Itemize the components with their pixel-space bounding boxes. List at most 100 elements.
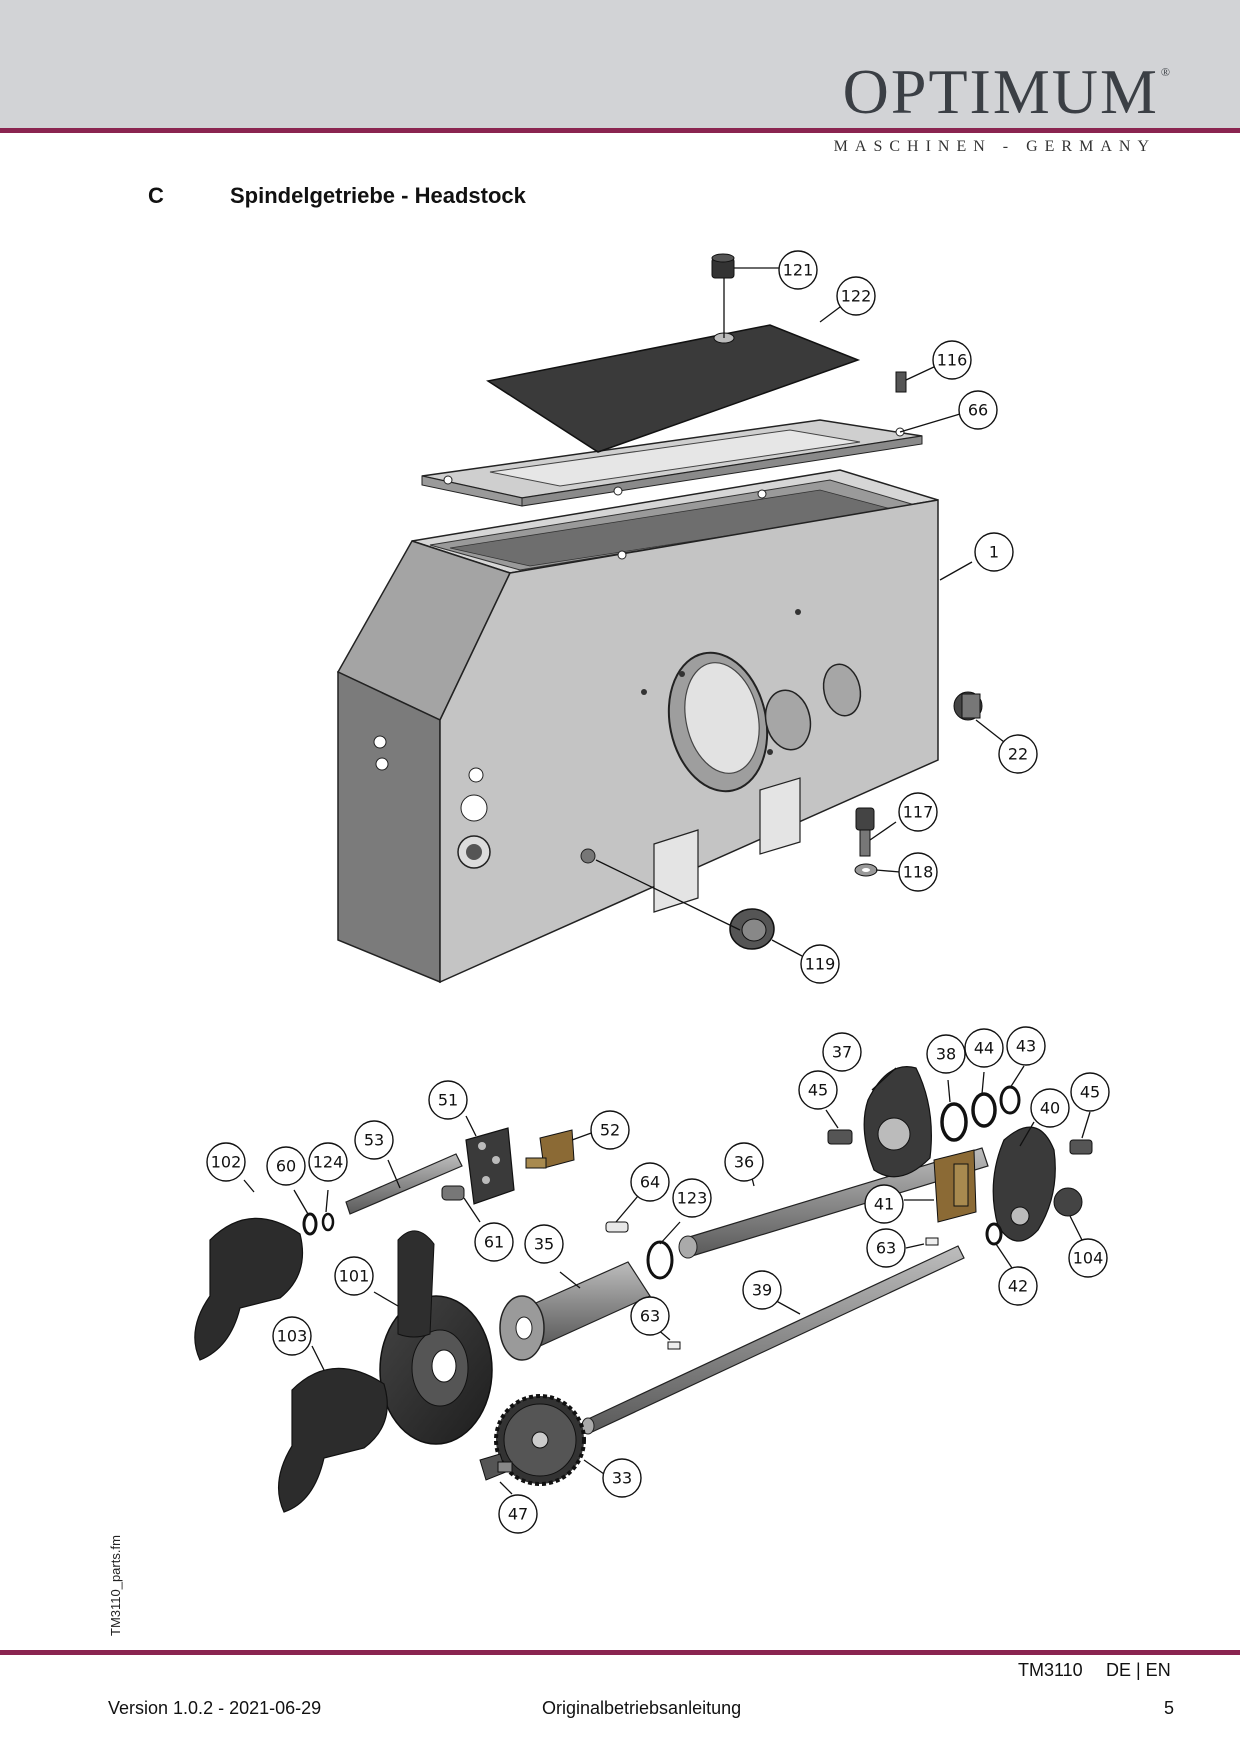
callout-119-label: 119 xyxy=(805,955,836,974)
knob-104 xyxy=(1053,1187,1083,1217)
callout-22: 22 xyxy=(998,734,1038,774)
key-64 xyxy=(605,1221,629,1233)
callout-124-label: 124 xyxy=(313,1153,344,1172)
callout-116-label: 116 xyxy=(937,351,968,370)
handwheel-101 xyxy=(379,1230,493,1445)
callout-44: 44 xyxy=(964,1028,1004,1068)
lever-102 xyxy=(194,1217,304,1361)
callout-118: 118 xyxy=(898,852,938,892)
callout-124: 124 xyxy=(308,1142,348,1182)
callout-53: 53 xyxy=(354,1120,394,1160)
bracket-37 xyxy=(863,1066,932,1178)
callout-37: 37 xyxy=(822,1032,862,1072)
headstock-housing xyxy=(336,469,939,984)
key-63-b xyxy=(925,1237,939,1246)
callout-121: 121 xyxy=(778,250,818,290)
callout-102: 102 xyxy=(206,1142,246,1182)
callout-35: 35 xyxy=(524,1224,564,1264)
screw-45-b xyxy=(1069,1139,1093,1155)
callout-45-left-label: 45 xyxy=(808,1081,828,1100)
callout-45-right-label: 45 xyxy=(1080,1083,1100,1102)
callout-60: 60 xyxy=(266,1146,306,1186)
callout-53-label: 53 xyxy=(364,1131,384,1150)
callout-122: 122 xyxy=(836,276,876,316)
callout-42: 42 xyxy=(998,1266,1038,1306)
callout-41-label: 41 xyxy=(874,1195,894,1214)
leader-lines xyxy=(243,267,1091,1495)
section-letter: C xyxy=(148,183,164,208)
callout-123: 123 xyxy=(672,1178,712,1218)
callout-43-label: 43 xyxy=(1016,1037,1036,1056)
callout-22-label: 22 xyxy=(1008,745,1028,764)
callout-41: 41 xyxy=(864,1184,904,1224)
gasket-plate xyxy=(486,324,861,453)
callout-42-label: 42 xyxy=(1008,1277,1028,1296)
callout-52-label: 52 xyxy=(600,1121,620,1140)
callout-45-right: 45 xyxy=(1070,1072,1110,1112)
callout-63-upper: 63 xyxy=(866,1228,906,1268)
callout-51-label: 51 xyxy=(438,1091,458,1110)
plug-22 xyxy=(953,691,983,721)
callout-38: 38 xyxy=(926,1034,966,1074)
cover-plate xyxy=(421,419,923,560)
page-number: 5 xyxy=(1164,1698,1175,1718)
callout-101-label: 101 xyxy=(339,1267,370,1286)
sleeve-35 xyxy=(499,1261,651,1361)
callout-101: 101 xyxy=(334,1256,374,1296)
callout-60-label: 60 xyxy=(276,1157,296,1176)
callout-116: 116 xyxy=(932,340,972,380)
callout-66: 66 xyxy=(958,390,998,430)
callout-63-lower: 63 xyxy=(630,1296,670,1336)
callout-104-label: 104 xyxy=(1073,1249,1104,1268)
bolt-47 xyxy=(479,1453,513,1481)
footer-document-type: Originalbetriebsanleitung xyxy=(542,1698,742,1718)
callout-63-upper-label: 63 xyxy=(876,1239,896,1258)
callout-118-label: 118 xyxy=(903,863,934,882)
callout-45-left: 45 xyxy=(798,1070,838,1110)
callout-119: 119 xyxy=(800,944,840,984)
callout-37-label: 37 xyxy=(832,1043,852,1062)
screw-117 xyxy=(855,807,875,857)
callout-40: 40 xyxy=(1030,1088,1070,1128)
callout-64: 64 xyxy=(630,1162,670,1202)
footer-model: TM3110 xyxy=(1018,1660,1083,1680)
shaft-36 xyxy=(678,1147,989,1259)
ring-43 xyxy=(999,1085,1021,1115)
lever-103 xyxy=(278,1367,388,1513)
gear-33 xyxy=(494,1394,586,1486)
washer-118 xyxy=(854,863,878,877)
callout-64-label: 64 xyxy=(640,1173,660,1192)
ring-60 xyxy=(302,1212,318,1236)
ring-44 xyxy=(971,1092,997,1128)
callout-38-label: 38 xyxy=(936,1045,956,1064)
fork-41 xyxy=(933,1149,977,1223)
footer-languages: DE | EN xyxy=(1106,1660,1171,1680)
lever-block-51 xyxy=(465,1127,515,1205)
cap-screw-121 xyxy=(711,253,735,279)
callout-1: 1 xyxy=(974,532,1014,572)
callout-44-label: 44 xyxy=(974,1039,994,1058)
brand-subtitle: MASCHINEN - GERMANY xyxy=(833,138,1156,155)
shaft-39 xyxy=(581,1245,965,1435)
footer-accent-line xyxy=(0,1650,1240,1655)
key-63-a xyxy=(667,1341,681,1350)
callout-104: 104 xyxy=(1068,1238,1108,1278)
callout-61-label: 61 xyxy=(484,1233,504,1252)
footer-version: Version 1.0.2 - 2021-06-29 xyxy=(108,1698,322,1718)
ring-123 xyxy=(646,1240,674,1280)
callout-102-label: 102 xyxy=(211,1153,242,1172)
callout-39: 39 xyxy=(742,1270,782,1310)
callout-47-label: 47 xyxy=(508,1505,528,1524)
callout-103-label: 103 xyxy=(277,1327,308,1346)
callout-51: 51 xyxy=(428,1080,468,1120)
callout-47: 47 xyxy=(498,1494,538,1534)
shaft-53 xyxy=(345,1153,463,1215)
screw-45-a xyxy=(827,1129,853,1145)
brand-name: OPTIMUM xyxy=(842,56,1159,127)
brand-logo: OPTIMUM® xyxy=(843,60,1172,124)
callout-117: 117 xyxy=(898,792,938,832)
callout-103: 103 xyxy=(272,1316,312,1356)
fork-52 xyxy=(525,1129,575,1169)
ring-38 xyxy=(940,1102,968,1142)
